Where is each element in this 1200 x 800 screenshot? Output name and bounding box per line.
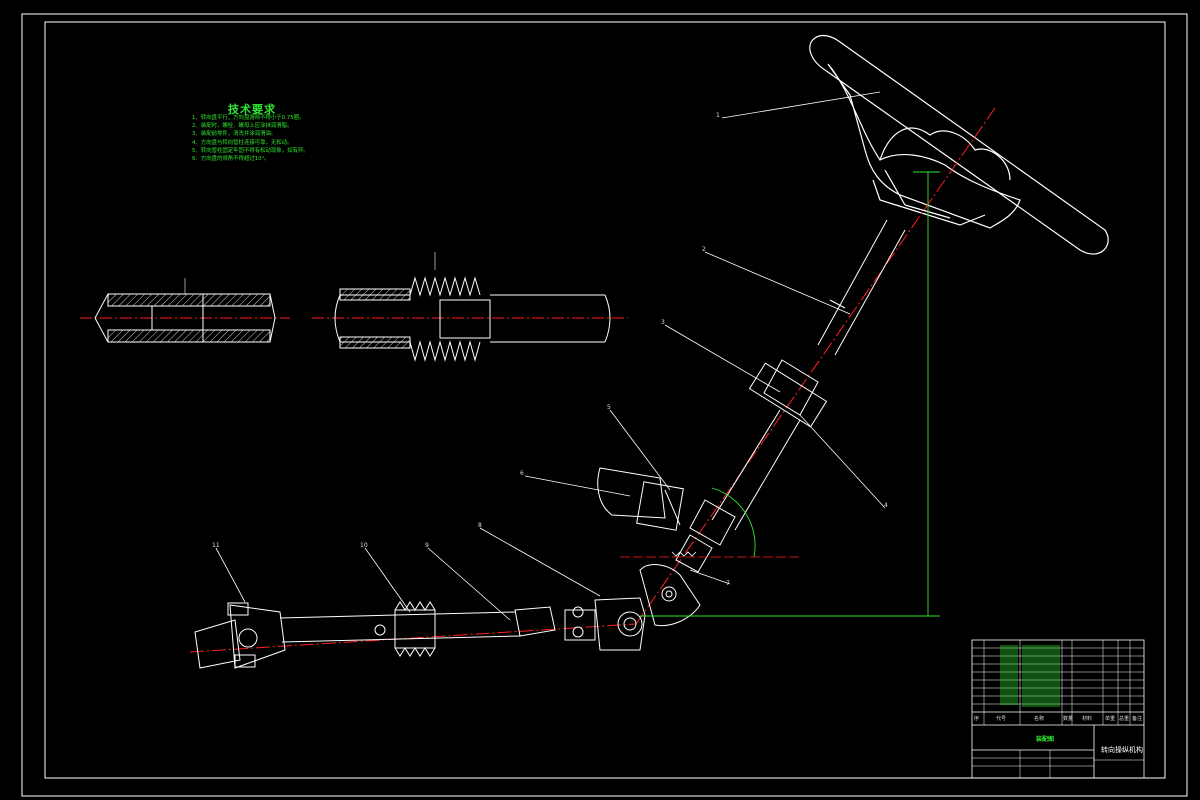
title-block-drawing-name: 转向操纵机构 (1101, 746, 1143, 754)
callout-5: 5 (607, 404, 611, 411)
callout-2: 2 (702, 246, 706, 253)
header-unit-weight: 单重 (1105, 716, 1116, 722)
technical-requirements-list: 1、转向盘平行，方向盘游隙不得小于0.75圈。 2、装配时，螺栓、螺母上应涂抹润… (192, 114, 309, 163)
header-code: 代号 (996, 716, 1007, 722)
outer-frame (21, 13, 1188, 797)
detail-tube-section (80, 278, 290, 343)
callout-8: 8 (478, 522, 482, 529)
header-name: 名称 (1034, 716, 1045, 722)
dimensions (640, 171, 940, 617)
inner-frame (44, 21, 1166, 779)
header-material: 材料 (1082, 716, 1093, 722)
requirement-item: 4、方向盘与转向管柱连接可靠，无松动。 (192, 139, 293, 146)
requirement-item: 3、装配前零件，清洗并涂润滑油。 (192, 131, 277, 138)
requirement-item: 1、转向盘平行，方向盘游隙不得小于0.75圈。 (192, 115, 305, 121)
callout-7: 7 (726, 580, 730, 587)
title-block-fill (1000, 645, 1060, 707)
title-block (971, 639, 1145, 779)
callout-9: 9 (425, 542, 429, 549)
callout-10: 10 (360, 542, 368, 549)
steering-column (635, 107, 996, 627)
technical-requirements-title: 技术要求 (228, 103, 276, 116)
callout-1: 1 (716, 112, 720, 119)
title-block-company: 装配图 (1036, 736, 1055, 743)
header-total-weight: 总重 (1119, 716, 1130, 722)
requirement-item: 5、转向管柱固定牢固不得有松动现象，如有异。 (192, 147, 309, 154)
callout-6: 6 (520, 470, 524, 477)
callout-4: 4 (884, 502, 888, 509)
header-qty: 数量 (1063, 716, 1074, 722)
lower-shaft (189, 597, 646, 669)
requirement-item: 2、装配时，螺栓、螺母上应涂抹润滑脂。 (192, 123, 293, 130)
requirement-item: 6、方向盘的倾角不得超过10°。 (192, 156, 270, 163)
header-seq: 序 (974, 716, 980, 722)
callout-3: 3 (661, 319, 665, 326)
detail-boot-section (312, 252, 628, 362)
callout-11: 11 (212, 542, 220, 549)
bracket-assembly (597, 467, 684, 531)
leader-lines (215, 91, 886, 621)
steering-wheel (809, 34, 1109, 255)
header-remark: 备注 (1132, 716, 1143, 722)
